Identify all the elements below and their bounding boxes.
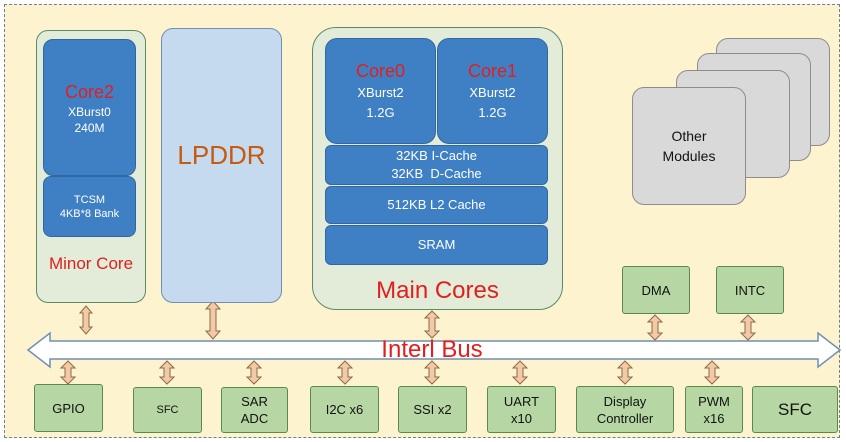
- lpddr-block: LPDDR: [161, 28, 282, 303]
- tcsm-banks: 4KB*8 Bank: [59, 207, 120, 220]
- peripheral-sublabel: x10: [511, 410, 532, 426]
- dma-label: DMA: [641, 282, 671, 298]
- vertical-connectors: [59, 300, 757, 385]
- intc-label: INTC: [734, 282, 766, 298]
- connector-sar-adc: [245, 360, 263, 385]
- other-modules-line2: Modules: [662, 148, 716, 164]
- peripheral-sublabel: x16: [703, 410, 725, 426]
- other-modules-block: Other Modules: [632, 87, 746, 205]
- dma-block: DMA: [622, 266, 690, 314]
- main-cores-label: Main Cores: [376, 277, 499, 304]
- core2-arch: XBurst0: [68, 104, 111, 119]
- minor-core-label: Minor Core: [48, 254, 134, 273]
- peripheral-label: SAR: [241, 394, 268, 409]
- sram-label: SRAM: [417, 237, 456, 252]
- l2-cache-block: 512KB L2 Cache: [325, 186, 548, 224]
- interl-bus-arrow: [26, 331, 842, 369]
- sram-block: SRAM: [325, 225, 548, 265]
- peripheral-sar-adc: SAR ADC: [221, 387, 288, 433]
- peripheral-label: Display: [603, 393, 647, 409]
- dcache-label: 32KB D-Cache: [391, 166, 482, 181]
- connector-pwm: [703, 360, 721, 385]
- icache-label: 32KB I-Cache: [396, 148, 477, 163]
- other-modules-line1: Other: [671, 128, 707, 144]
- peripheral-label: GPIO: [52, 400, 85, 416]
- peripheral-label: SSI x2: [413, 402, 452, 417]
- peripheral-ssi: SSI x2: [398, 386, 467, 433]
- peripheral-label: UART: [503, 393, 540, 409]
- connector-i2c: [336, 360, 354, 385]
- peripheral-overflow: SFC: [752, 386, 838, 433]
- tcsm-block: TCSM 4KB*8 Bank: [43, 176, 136, 237]
- core0-block: Core0 XBurst2 1.2G: [325, 38, 436, 144]
- overflow-label: SFC: [778, 400, 812, 419]
- core1-arch: XBurst2: [469, 85, 516, 100]
- core2-block: Core2 XBurst0 240M: [43, 39, 136, 176]
- connector-display: [616, 360, 634, 385]
- core0-freq: 1.2G: [366, 105, 395, 120]
- peripheral-label: I2C x6: [325, 402, 364, 417]
- core2-freq: 240M: [74, 120, 105, 135]
- connector-sfc: [158, 360, 176, 385]
- l1-cache-block: 32KB I-Cache 32KB D-Cache: [325, 145, 548, 185]
- peripheral-gpio: GPIO: [34, 384, 103, 432]
- bus-label: Interl Bus: [381, 336, 483, 363]
- connector-minor-core: [78, 305, 94, 335]
- core0-name: Core0: [355, 61, 406, 81]
- connector-ssi: [423, 360, 441, 385]
- core1-name: Core1: [467, 61, 518, 81]
- core1-freq: 1.2G: [478, 105, 507, 120]
- tcsm-label: TCSM: [73, 193, 106, 206]
- connector-main-cores: [423, 310, 441, 339]
- peripheral-sublabel: Controller: [596, 410, 654, 426]
- lpddr-label: LPDDR: [177, 140, 266, 170]
- peripheral-i2c: I2C x6: [310, 386, 379, 433]
- peripheral-sfc: SFC: [133, 387, 202, 433]
- core0-arch: XBurst2: [357, 85, 404, 100]
- core1-block: Core1 XBurst2 1.2G: [437, 38, 548, 144]
- peripheral-label: PWM: [698, 393, 730, 409]
- connector-uart: [511, 360, 529, 385]
- connector-intc: [739, 314, 757, 341]
- connector-dma: [646, 314, 664, 341]
- connector-gpio: [59, 360, 77, 385]
- l2-cache-label: 512KB L2 Cache: [387, 197, 486, 212]
- peripheral-sublabel: ADC: [240, 411, 269, 426]
- connector-lpddr: [204, 300, 222, 340]
- intc-block: INTC: [716, 266, 784, 314]
- peripheral-label: SFC: [156, 403, 179, 416]
- core2-name: Core2: [64, 81, 115, 102]
